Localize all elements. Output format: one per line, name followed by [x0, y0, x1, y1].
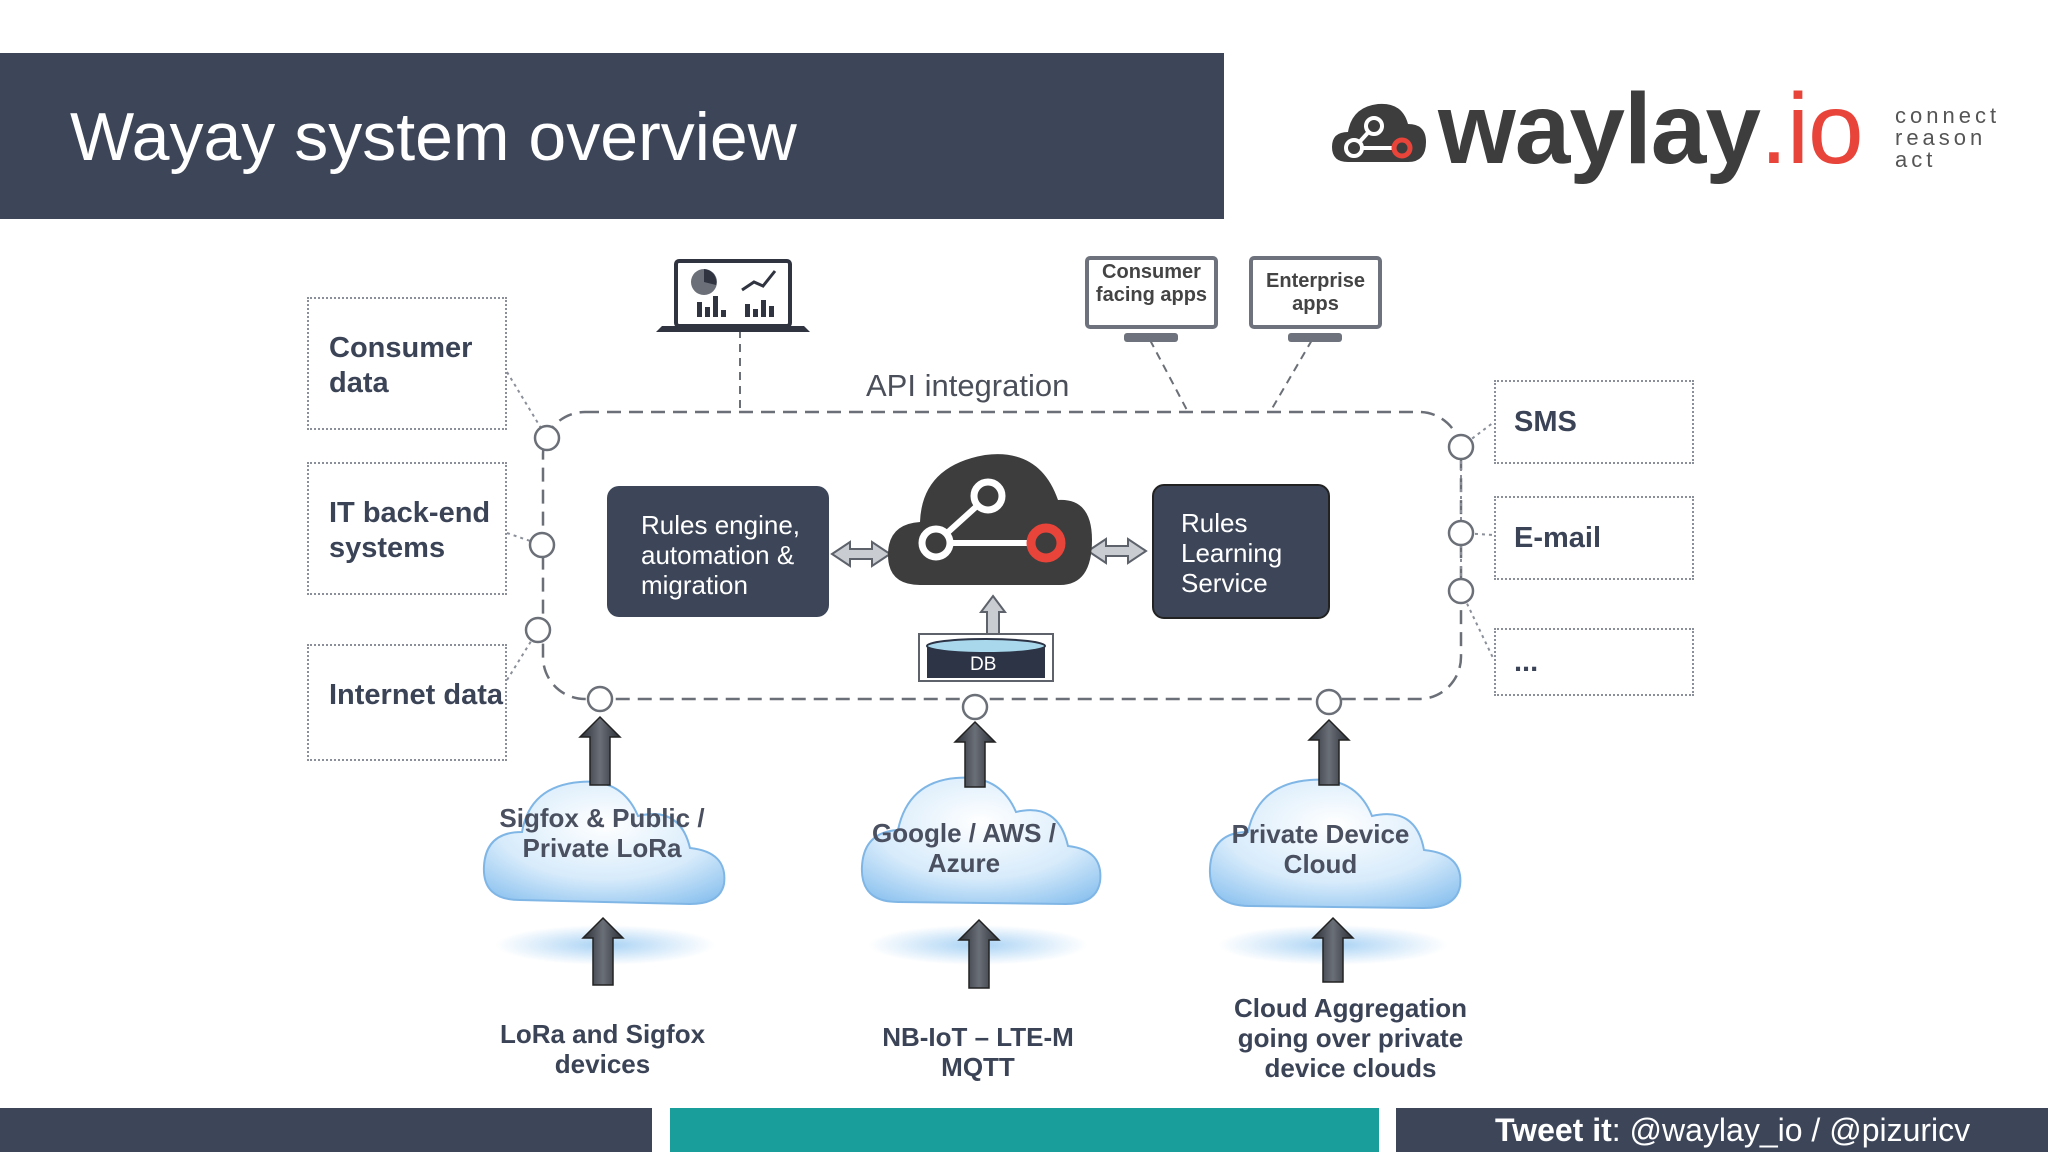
source-box-internet-data: Internet data	[307, 644, 507, 761]
output-label: ...	[1514, 645, 1539, 678]
device-label-private: Cloud Aggregation going over private dev…	[1233, 993, 1467, 1083]
laptop-dashboard-icon	[656, 259, 810, 332]
source-label: Internet data	[329, 679, 504, 711]
central-cloud-icon	[888, 454, 1092, 585]
source-label: Consumer data	[329, 332, 473, 399]
title-bar	[0, 53, 1224, 219]
brand-wordmark: waylay.io	[1438, 73, 1864, 185]
waylay-logo-icon	[1332, 103, 1426, 162]
cloud-label-lora: Sigfox & Public / Private LoRa	[499, 803, 705, 863]
db-label: DB	[970, 654, 997, 675]
source-label: IT back-end systems	[329, 497, 491, 564]
output-box-email: E-mail	[1494, 496, 1694, 580]
tagline-line: reason	[1895, 125, 1987, 150]
cloud-label-private: Private Device Cloud	[1231, 819, 1410, 879]
footer-segment-middle	[670, 1108, 1379, 1152]
output-label: E-mail	[1514, 521, 1602, 554]
tweet-prefix: Tweet it	[1495, 1112, 1612, 1148]
tagline-line: act	[1895, 147, 1937, 172]
source-box-consumer-data: Consumer data	[307, 297, 507, 430]
source-box-it-backend: IT back-end systems	[307, 462, 507, 595]
device-label-lora: LoRa and Sigfox devices	[499, 1019, 706, 1079]
rules-engine-box: Rules engine, automation & migration	[607, 486, 829, 617]
tweet-credit: Tweet it: @waylay_io / @pizuricv	[1495, 1108, 1970, 1152]
footer-segment-left	[0, 1108, 652, 1152]
tagline-line: connect	[1895, 103, 2001, 128]
output-box-sms: SMS	[1494, 380, 1694, 464]
footer-segment-right	[1396, 1108, 2048, 1152]
tweet-handles: : @waylay_io / @pizuricv	[1611, 1112, 1971, 1148]
output-label: SMS	[1514, 405, 1577, 438]
device-label-nbiot: NB-IoT – LTE-M MQTT	[882, 1022, 1074, 1082]
consumer-apps-box: Consumer facing apps	[1085, 256, 1218, 329]
cloud-label-hyperscalers: Google / AWS / Azure	[872, 818, 1056, 878]
rules-learning-box: Rules Learning Service	[1152, 484, 1330, 619]
api-integration-label: API integration	[866, 368, 1070, 403]
slide-title: Wayay system overview	[70, 99, 797, 175]
output-box-more: ...	[1494, 628, 1694, 696]
enterprise-apps-box: Enterprise apps	[1249, 256, 1382, 329]
